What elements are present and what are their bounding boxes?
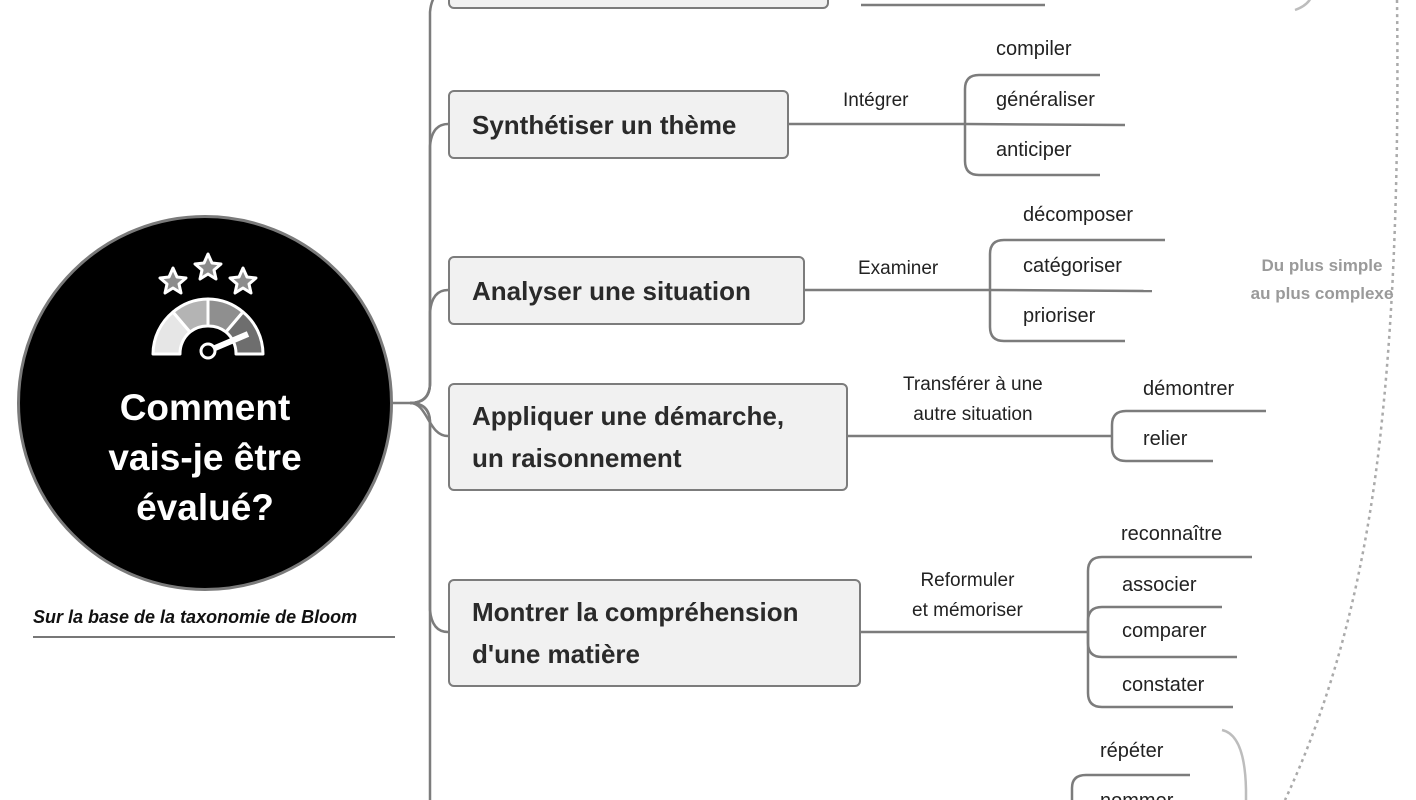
gauge-stars-icon bbox=[151, 252, 265, 360]
leaf[interactable]: décomposer bbox=[1023, 204, 1134, 226]
connector-line bbox=[409, 401, 432, 800]
complexity-arrow bbox=[1283, 0, 1399, 800]
connector-line bbox=[1070, 773, 1190, 800]
leaf[interactable]: démontrer bbox=[1143, 378, 1235, 400]
node-top-partial[interactable] bbox=[448, 0, 829, 9]
central-topic-title: Comment vais-je être évalué? bbox=[108, 387, 302, 528]
relation-label: Transférer à une autre situation bbox=[903, 374, 1043, 425]
leaf[interactable]: généraliser bbox=[996, 89, 1095, 111]
connector-line bbox=[1086, 605, 1222, 632]
relation-label: Reformuler et mémoriser bbox=[912, 570, 1023, 621]
leaf[interactable]: répéter bbox=[1100, 740, 1164, 762]
connector-line bbox=[988, 238, 1165, 290]
connector-line bbox=[963, 73, 1100, 124]
leaf[interactable]: constater bbox=[1122, 674, 1205, 696]
connector-line bbox=[409, 288, 449, 405]
leaf[interactable]: compiler bbox=[996, 38, 1072, 60]
leaf[interactable]: prioriser bbox=[1023, 305, 1096, 327]
relation-label: Intégrer bbox=[843, 90, 909, 111]
caption: Sur la base de la taxonomie de Bloom bbox=[33, 607, 395, 638]
connector-line bbox=[989, 288, 1153, 293]
connector-line bbox=[1086, 555, 1252, 632]
connector-line bbox=[1110, 409, 1266, 436]
central-topic[interactable]: Comment vais-je être évalué? bbox=[17, 215, 393, 591]
leaf[interactable]: catégoriser bbox=[1023, 255, 1122, 277]
leaf[interactable]: comparer bbox=[1122, 620, 1207, 642]
node-synthetiser[interactable]: Synthétiser un thème bbox=[448, 90, 789, 159]
connector-line bbox=[1294, 0, 1311, 12]
connector-line bbox=[964, 122, 1126, 127]
leaf[interactable]: anticiper bbox=[996, 139, 1072, 161]
complexity-note: Du plus simple au plus complexe bbox=[1250, 256, 1394, 303]
connector-line bbox=[1110, 436, 1213, 463]
leaf[interactable]: associer bbox=[1122, 574, 1197, 596]
connector-line bbox=[988, 290, 1125, 343]
connector-line bbox=[1221, 728, 1248, 800]
relation-label: Examiner bbox=[858, 258, 939, 279]
connector-line bbox=[1086, 632, 1233, 709]
node-appliquer[interactable]: Appliquer une démarche, un raisonnement bbox=[448, 383, 848, 491]
node-analyser[interactable]: Analyser une situation bbox=[448, 256, 805, 325]
leaf[interactable]: relier bbox=[1143, 428, 1188, 450]
node-montrer[interactable]: Montrer la compréhension d'une matière bbox=[448, 579, 861, 687]
connector-line bbox=[963, 124, 1100, 177]
leaf[interactable]: reconnaître bbox=[1121, 523, 1223, 545]
leaf[interactable]: nommer bbox=[1100, 790, 1173, 800]
